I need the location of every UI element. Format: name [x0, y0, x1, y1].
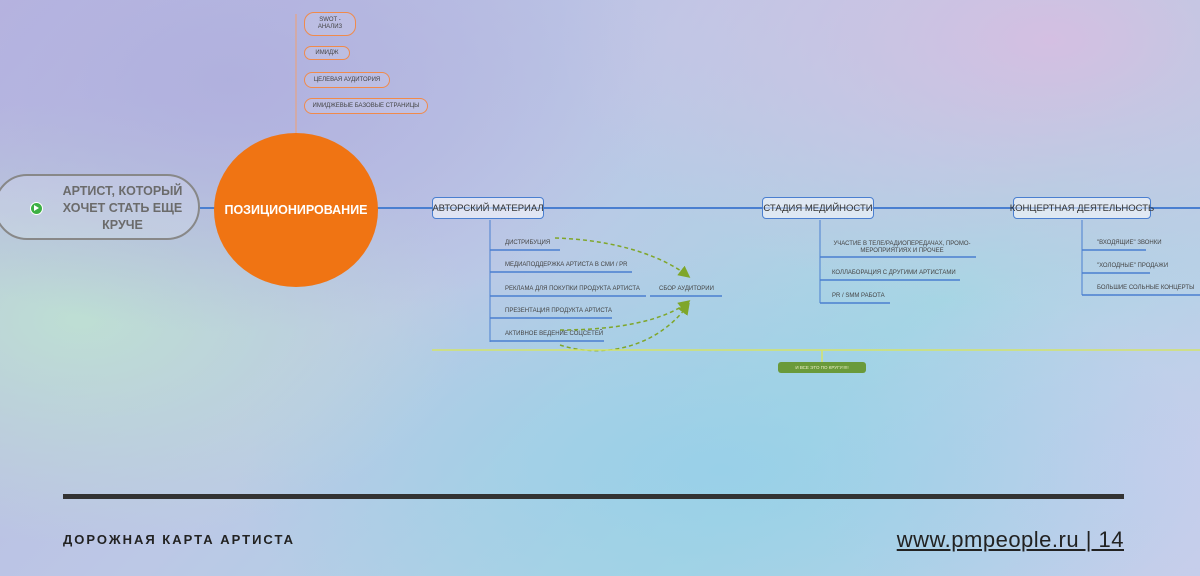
pill-image[interactable]: ИМИДЖ — [304, 46, 350, 60]
item-distribution[interactable]: ДИСТРИБУЦИЯ — [505, 240, 551, 246]
positioning-label: ПОЗИЦИОНИРОВАНИЕ — [224, 203, 368, 217]
footer-divider — [63, 494, 1124, 499]
pill-target-audience[interactable]: ЦЕЛЕВАЯ АУДИТОРИЯ — [304, 72, 390, 88]
item-big-concerts[interactable]: БОЛЬШИЕ СОЛЬНЫЕ КОНЦЕРТЫ — [1097, 285, 1195, 291]
item-tv-radio[interactable]: УЧАСТИЕ В ТЕЛЕ/РАДИОПЕРЕДАЧАХ, ПРОМО-МЕР… — [833, 241, 971, 254]
item-presentation[interactable]: ПРЕЗЕНТАЦИЯ ПРОДУКТА АРТИСТА — [505, 308, 612, 314]
item-incoming-calls[interactable]: "ВХОДЯЩИЕ" ЗВОНКИ — [1097, 240, 1162, 246]
item-media-support[interactable]: МЕДИАПОДДЕРЖКА АРТИСТА В СМИ / PR — [505, 262, 628, 268]
item-socials[interactable]: АКТИВНОЕ ВЕДЕНИЕ СОЦСЕТЕЙ — [505, 331, 604, 337]
stage-concerts[interactable]: КОНЦЕРТНАЯ ДЕЯТЕЛЬНОСТЬ — [1010, 197, 1154, 219]
pill-image-pages[interactable]: ИМИДЖЕВЫЕ БАЗОВЫЕ СТРАНИЦЫ — [304, 98, 428, 114]
item-ads[interactable]: РЕКЛАМА ДЛЯ ПОКУПКИ ПРОДУКТА АРТИСТА — [505, 286, 640, 292]
positioning-node[interactable]: ПОЗИЦИОНИРОВАНИЕ — [214, 133, 378, 287]
footer-site-link[interactable]: www.pmpeople.ru | 14 — [896, 527, 1124, 552]
stage-media[interactable]: СТАДИЯ МЕДИЙНОСТИ — [762, 197, 874, 219]
pill-swot[interactable]: SWOT - АНАЛИЗ — [304, 12, 356, 36]
item-cold-sales[interactable]: "ХОЛОДНЫЕ" ПРОДАЖИ — [1097, 263, 1169, 269]
item-pr-smm[interactable]: PR / SMM РАБОТА — [832, 293, 885, 299]
play-icon[interactable] — [30, 202, 43, 215]
loop-tag: И ВСЕ ЭТО ПО КРУГУ!!!!! — [778, 362, 866, 373]
stage-author-material[interactable]: АВТОРСКИЙ МАТЕРИАЛ — [432, 197, 544, 219]
item-collab[interactable]: КОЛЛАБОРАЦИЯ С ДРУГИМИ АРТИСТАМИ — [832, 270, 956, 276]
root-node-label: АРТИСТ, КОТОРЫЙ ХОЧЕТ СТАТЬ ЕЩЕ КРУЧЕ — [62, 184, 183, 232]
item-audience-collection[interactable]: СБОР АУДИТОРИИ — [659, 286, 714, 292]
footer-title: ДОРОЖНАЯ КАРТА АРТИСТА — [63, 532, 295, 547]
